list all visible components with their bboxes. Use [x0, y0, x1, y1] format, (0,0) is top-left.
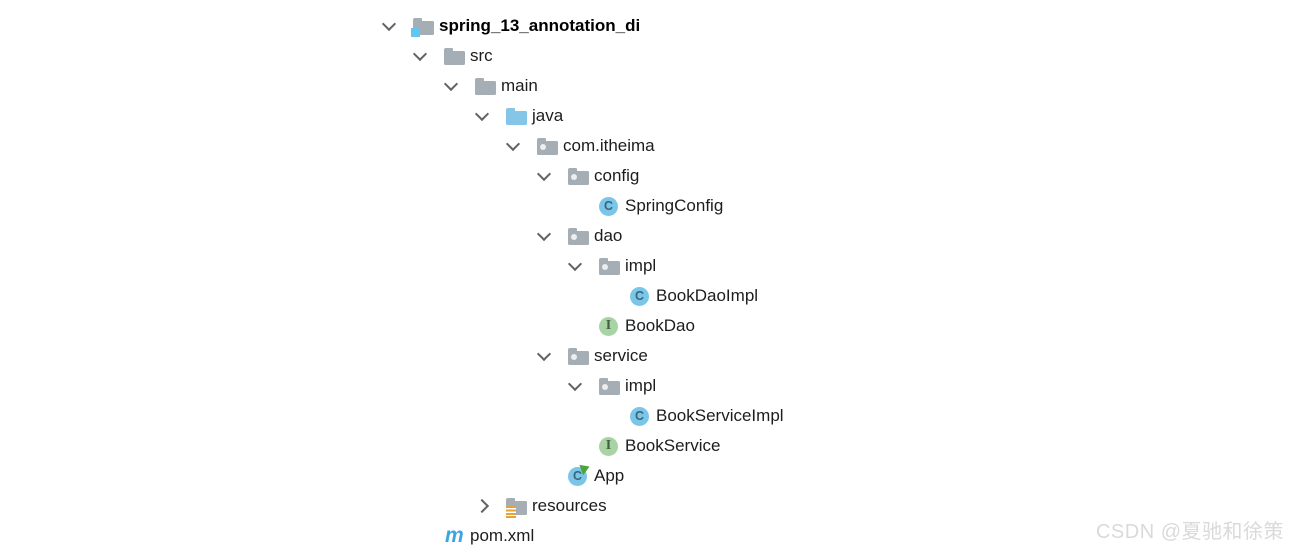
chevron-down-icon[interactable]: [567, 377, 599, 395]
tree-item-service[interactable]: service: [0, 341, 784, 371]
folder-icon: [444, 45, 469, 67]
csdn-watermark: CSDN @夏驰和徐策: [1095, 521, 1284, 543]
tree-item-label: BookServiceImpl: [656, 406, 784, 425]
package-icon: [599, 255, 624, 277]
chevron-spacer: [567, 437, 599, 455]
tree-item-main[interactable]: main: [0, 71, 784, 101]
tree-item-label: SpringConfig: [625, 196, 724, 215]
chevron-down-icon[interactable]: [536, 347, 568, 365]
tree-item-label: service: [594, 346, 648, 365]
tree-item-label: impl: [625, 256, 657, 275]
module-folder-icon: [411, 15, 438, 37]
chevron-down-icon[interactable]: [567, 257, 599, 275]
resources-root-folder-icon: [506, 495, 531, 519]
chevron-down-icon[interactable]: [412, 47, 444, 65]
tree-item-label: src: [470, 46, 493, 65]
tree-item-label: com.itheima: [563, 136, 655, 155]
project-tree: spring_13_annotation_di src main java co…: [0, 11, 784, 551]
chevron-down-icon[interactable]: [536, 227, 568, 245]
chevron-right-icon[interactable]: [474, 497, 506, 515]
tree-item-label: dao: [594, 226, 623, 245]
chevron-spacer: [567, 197, 599, 215]
package-icon: [599, 375, 624, 397]
tree-item-bookserviceimpl[interactable]: C BookServiceImpl: [0, 401, 784, 431]
tree-item-label: BookDao: [625, 316, 695, 335]
tree-item-bookdaoimpl[interactable]: C BookDaoImpl: [0, 281, 784, 311]
tree-item-label: java: [532, 106, 564, 125]
chevron-down-icon[interactable]: [474, 107, 506, 125]
chevron-spacer: [598, 407, 630, 425]
chevron-spacer: [598, 287, 630, 305]
tree-item-label: spring_13_annotation_di: [439, 16, 641, 35]
chevron-down-icon[interactable]: [505, 137, 537, 155]
class-icon: C: [599, 195, 624, 217]
tree-item-src[interactable]: src: [0, 41, 784, 71]
chevron-spacer: [536, 467, 568, 485]
chevron-spacer: [412, 527, 444, 545]
chevron-down-icon[interactable]: [443, 77, 475, 95]
tree-item-service-impl[interactable]: impl: [0, 371, 784, 401]
folder-icon: [475, 75, 500, 97]
tree-item-label: BookService: [625, 436, 721, 455]
tree-item-com-itheima[interactable]: com.itheima: [0, 131, 784, 161]
package-icon: [568, 225, 593, 247]
package-icon: [568, 345, 593, 367]
tree-item-label: impl: [625, 376, 657, 395]
chevron-spacer: [567, 317, 599, 335]
class-icon: C: [630, 405, 655, 427]
class-icon: C: [630, 285, 655, 307]
chevron-down-icon[interactable]: [381, 17, 413, 35]
interface-icon: I: [599, 435, 624, 457]
tree-item-springconfig[interactable]: C SpringConfig: [0, 191, 784, 221]
tree-item-label: pom.xml: [470, 526, 535, 545]
tree-item-project[interactable]: spring_13_annotation_di: [0, 11, 784, 41]
chevron-down-icon[interactable]: [536, 167, 568, 185]
package-icon: [568, 165, 593, 187]
interface-icon: I: [599, 315, 624, 337]
tree-item-dao-impl[interactable]: impl: [0, 251, 784, 281]
tree-item-config[interactable]: config: [0, 161, 784, 191]
tree-item-bookservice[interactable]: I BookService: [0, 431, 784, 461]
tree-item-pom-xml[interactable]: m pom.xml: [0, 521, 784, 551]
tree-item-label: App: [594, 466, 625, 485]
tree-item-resources[interactable]: resources: [0, 491, 784, 521]
tree-item-bookdao[interactable]: I BookDao: [0, 311, 784, 341]
runnable-class-icon: C: [568, 461, 593, 487]
tree-item-app[interactable]: C App: [0, 461, 784, 491]
tree-item-dao[interactable]: dao: [0, 221, 784, 251]
tree-item-label: config: [594, 166, 640, 185]
tree-item-label: resources: [532, 496, 607, 515]
tree-item-java[interactable]: java: [0, 101, 784, 131]
tree-item-label: BookDaoImpl: [656, 286, 759, 305]
package-icon: [537, 135, 562, 157]
source-root-folder-icon: [506, 105, 531, 127]
tree-item-label: main: [501, 76, 538, 95]
maven-icon: m: [445, 524, 464, 547]
